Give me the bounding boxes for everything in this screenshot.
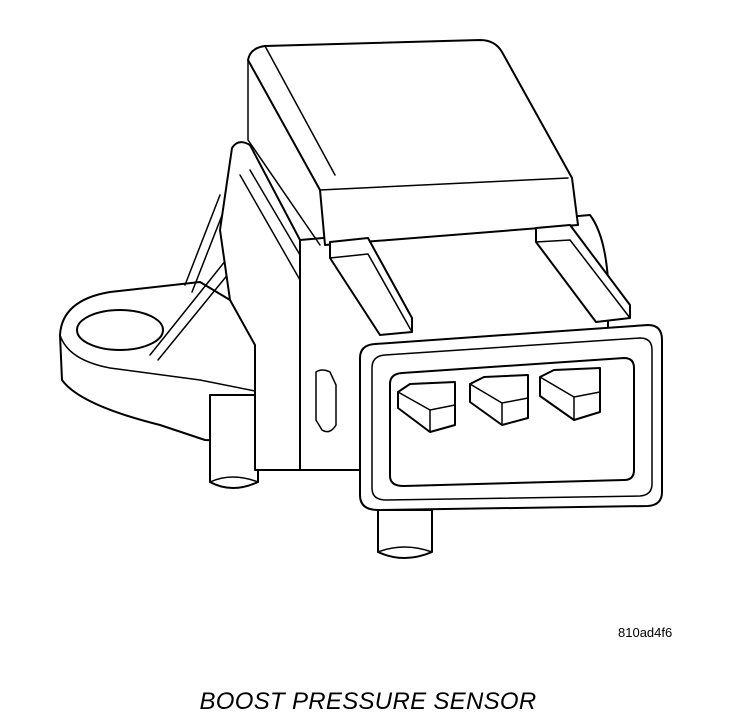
mounting-hole bbox=[76, 309, 164, 351]
connector-latches bbox=[329, 224, 631, 336]
connector-shroud bbox=[315, 324, 663, 511]
terminal-pins bbox=[397, 367, 601, 433]
figure-reference-code: 810ad4f6 bbox=[618, 625, 673, 640]
figure-caption: BOOST PRESSURE SENSOR bbox=[199, 688, 537, 715]
left-pin bbox=[209, 394, 259, 489]
top-cap bbox=[247, 39, 579, 246]
bottom-pin bbox=[377, 509, 433, 559]
